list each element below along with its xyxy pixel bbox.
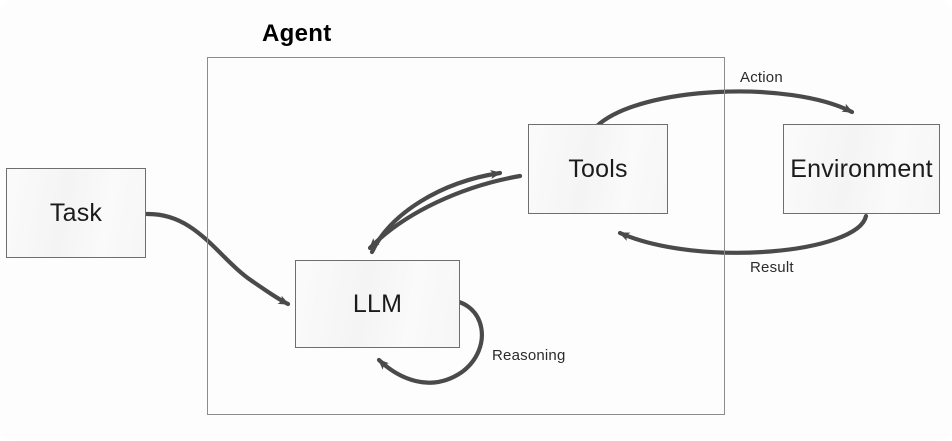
edge-label-action: Action (740, 69, 783, 86)
node-environment-label: Environment (790, 154, 933, 183)
node-llm[interactable]: LLM (295, 260, 460, 348)
agent-container (207, 57, 725, 415)
node-tools-label: Tools (568, 154, 628, 183)
agent-title: Agent (262, 20, 332, 47)
node-task-label: Task (49, 198, 103, 227)
edge-label-result: Result (750, 259, 794, 276)
node-tools[interactable]: Tools (528, 124, 668, 214)
node-environment[interactable]: Environment (783, 124, 940, 214)
node-task[interactable]: Task (6, 168, 146, 258)
edge-label-reasoning: Reasoning (492, 347, 566, 364)
node-llm-label: LLM (352, 289, 403, 318)
